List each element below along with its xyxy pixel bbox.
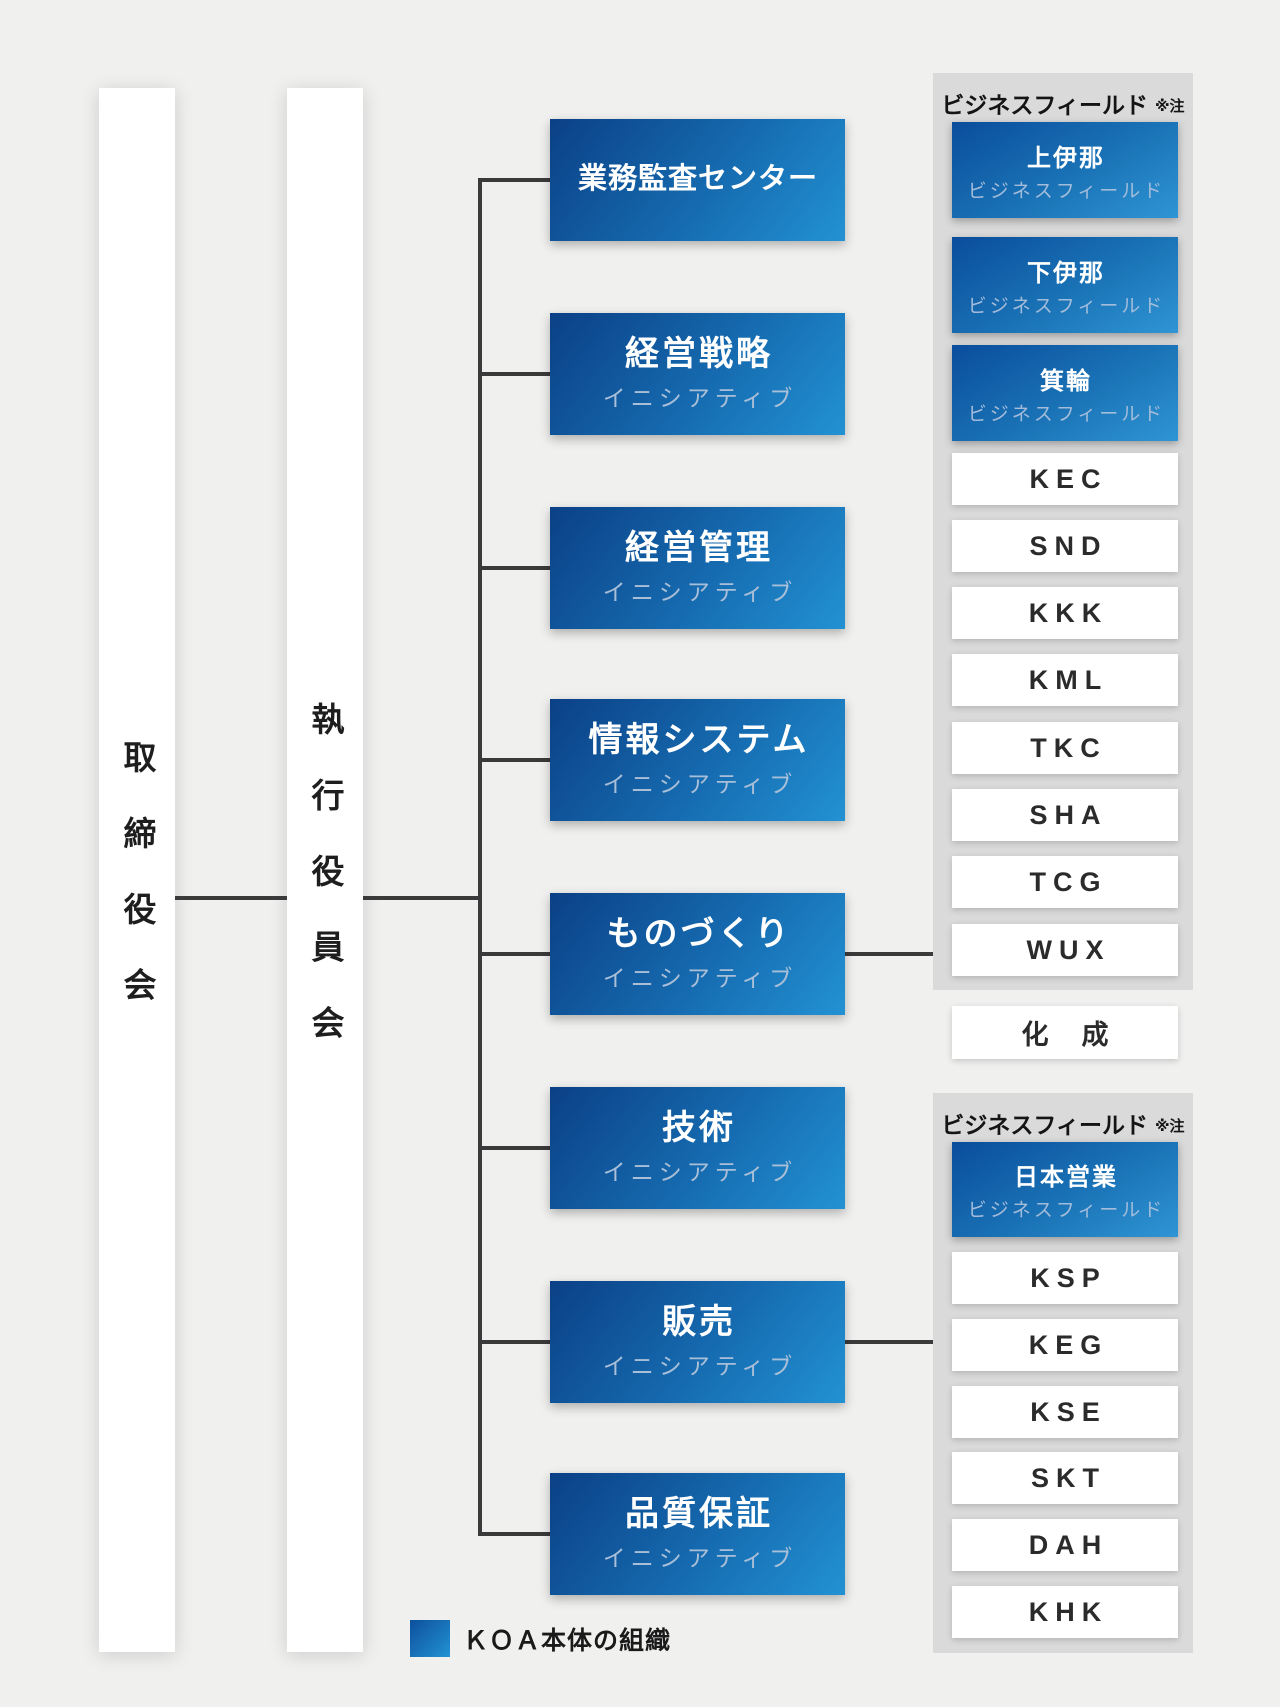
box-title: ものづくり [606,915,792,954]
box-management-control: 経営管理 イニシアティブ [550,507,845,629]
panel-title: ビジネスフィールド [941,92,1148,118]
panel-note: ※注 [1154,97,1185,115]
business-field-panel-bottom: ビジネスフィールド ※注 日本営業 ビジネスフィールド KSP KEG KSE … [933,1093,1193,1653]
field-title: 箕輪 [1040,367,1092,395]
panel-header: ビジネスフィールド ※注 [933,1093,1193,1147]
box-subtitle: イニシアティブ [602,770,798,797]
box-subtitle: イニシアティブ [602,1158,798,1185]
connector-branch-strategy [480,372,550,376]
connector-branch-audit [480,178,550,182]
box-title: 経営戦略 [625,335,773,374]
field-title: 上伊那 [1027,144,1105,172]
box-technology: 技術 イニシアティブ [550,1087,845,1209]
board-of-directors-label: 取締役会 [119,739,156,1044]
code-box-skt: SKT [952,1452,1178,1504]
box-information-systems: 情報システム イニシアティブ [550,699,845,821]
field-subtitle: ビジネスフィールド [967,180,1166,202]
panel-note: ※注 [1154,1117,1185,1135]
field-title: 日本営業 [1014,1164,1118,1191]
connector-branch-technology [480,1146,550,1150]
box-title: 品質保証 [625,1495,773,1534]
field-minowa: 箕輪 ビジネスフィールド [952,345,1178,441]
box-sales: 販売 イニシアティブ [550,1281,845,1403]
panel-header: ビジネスフィールド ※注 [933,73,1193,127]
connector-branch-sales [480,1340,550,1344]
box-subtitle: イニシアティブ [602,1352,798,1379]
box-title: 経営管理 [625,529,773,568]
field-subtitle: ビジネスフィールド [967,295,1166,317]
box-subtitle: イニシアティブ [602,578,798,605]
connector-branch-monozukuri [480,952,550,956]
box-title: 情報システム [588,721,810,760]
connector-executive-to-trunk [363,896,480,900]
code-box-wux: WUX [952,924,1178,976]
code-box-tcg: TCG [952,856,1178,908]
box-management-strategy: 経営戦略 イニシアティブ [550,313,845,435]
connector-trunk [478,178,482,1536]
box-title: 販売 [662,1303,736,1342]
box-subtitle: イニシアティブ [602,384,798,411]
code-box-tkc: TKC [952,722,1178,774]
code-box-snd: SND [952,520,1178,572]
connector-branch-it [480,758,550,762]
code-box-kasei: 化 成 [952,1006,1178,1059]
field-subtitle: ビジネスフィールド [967,403,1166,425]
connector-monozukuri-to-panel [845,952,933,956]
field-title: 下伊那 [1027,259,1105,287]
executive-officers-bar: 執行役員会 [287,88,363,1652]
legend-label: ＫＯＡ本体の組織 [463,1626,672,1655]
legend-color-swatch [410,1620,450,1657]
business-field-panel-top: ビジネスフィールド ※注 上伊那 ビジネスフィールド 下伊那 ビジネスフィールド… [933,73,1193,990]
code-box-kse: KSE [952,1386,1178,1438]
box-title: 業務監査センター [577,163,818,196]
code-box-sha: SHA [952,789,1178,841]
connector-board-to-executive [175,896,287,900]
field-subtitle: ビジネスフィールド [967,1200,1166,1221]
code-box-kml: KML [952,654,1178,706]
box-monozukuri: ものづくり イニシアティブ [550,893,845,1015]
board-of-directors-bar: 取締役会 [99,88,175,1652]
connector-branch-quality [480,1532,550,1536]
panel-title: ビジネスフィールド [941,1112,1148,1138]
box-subtitle: イニシアティブ [602,1544,798,1571]
box-title: 技術 [662,1109,736,1148]
field-shimoina: 下伊那 ビジネスフィールド [952,237,1178,333]
code-box-khk: KHK [952,1586,1178,1638]
box-quality-assurance: 品質保証 イニシアティブ [550,1473,845,1595]
connector-sales-to-panel [845,1340,933,1344]
code-box-dah: DAH [952,1519,1178,1571]
box-subtitle: イニシアティブ [602,964,798,991]
box-business-audit-center: 業務監査センター [550,119,845,241]
code-box-kkk: KKK [952,587,1178,639]
field-japan-sales: 日本営業 ビジネスフィールド [952,1142,1178,1237]
code-box-kec: KEC [952,453,1178,505]
field-kamiina: 上伊那 ビジネスフィールド [952,122,1178,218]
code-box-keg: KEG [952,1319,1178,1371]
executive-officers-label: 執行役員会 [307,701,344,1082]
code-box-ksp: KSP [952,1252,1178,1304]
connector-branch-control [480,566,550,570]
